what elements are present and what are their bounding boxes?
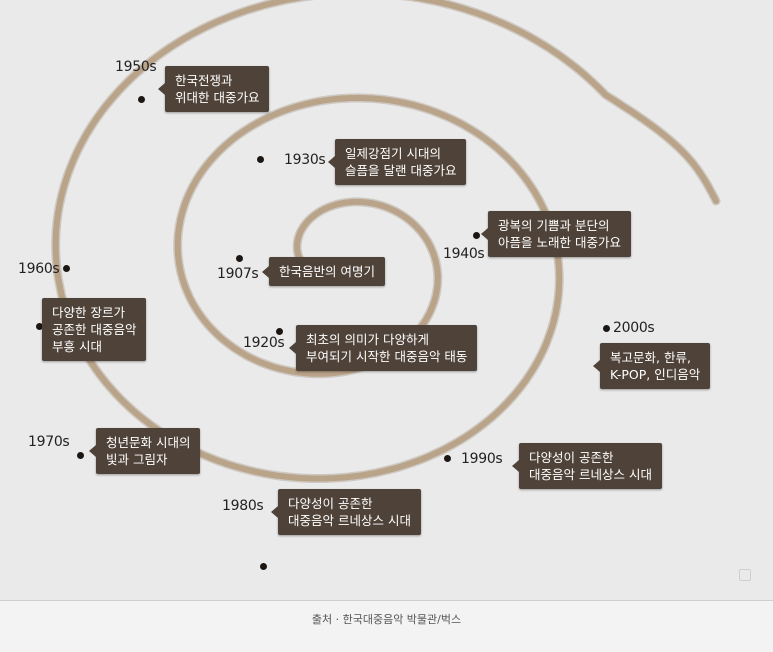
year-label-1990s: 1990s xyxy=(461,451,503,467)
year-label-2000s: 2000s xyxy=(613,320,655,336)
event-box-1990s: 다양성이 공존한 대중음악 르네상스 시대 xyxy=(512,443,662,489)
dot-1950s xyxy=(138,96,145,103)
event-text: 광복의 기쁨과 분단의 xyxy=(498,218,610,233)
year-label-1930s: 1930s xyxy=(284,152,326,168)
dot-2000s xyxy=(603,325,610,332)
event-box-1907s: 한국음반의 여명기 xyxy=(262,257,385,286)
dot-1960s-box xyxy=(36,323,43,330)
event-box-1950s: 한국전쟁과 위대한 대중가요 xyxy=(157,66,270,112)
event-text: 최초의 의미가 다양하게 xyxy=(306,332,429,347)
event-text: 빛과 그림자 xyxy=(106,452,168,467)
event-box-1970s: 청년문화 시대의 빛과 그림자 xyxy=(88,428,201,474)
event-text: 대중음악 르네상스 시대 xyxy=(529,467,652,482)
year-label-1907s: 1907s xyxy=(217,266,259,282)
dot-1960s xyxy=(63,265,70,272)
event-text: 부여되기 시작한 대중음악 태동 xyxy=(306,349,468,364)
event-text: K-POP, 인디음악 xyxy=(610,367,701,382)
event-text: 부흥 시대 xyxy=(52,339,102,354)
event-text: 슬픔을 달랜 대중가요 xyxy=(345,163,457,178)
dot-1930s xyxy=(257,156,264,163)
year-label-1960s: 1960s xyxy=(18,261,60,277)
source-caption: 출처 · 한국대중음악 박물관/벅스 xyxy=(311,613,462,626)
event-box-2000s: 복고문화, 한류, K-POP, 인디음악 xyxy=(592,343,711,389)
event-text: 다양한 장르가 xyxy=(52,305,125,320)
dot-1990s xyxy=(444,455,451,462)
event-text: 아픔을 노래한 대중가요 xyxy=(498,235,621,250)
spiral-path-graphic xyxy=(51,0,721,483)
year-label-1920s: 1920s xyxy=(243,335,285,351)
dot-1920s xyxy=(276,328,283,335)
event-text: 한국전쟁과 xyxy=(175,73,233,88)
event-box-1960s: 다양한 장르가 공존한 대중음악 부흥 시대 xyxy=(42,298,147,361)
event-text: 다양성이 공존한 xyxy=(529,450,614,465)
year-label-1970s: 1970s xyxy=(28,434,70,450)
event-box-1920s: 최초의 의미가 다양하게 부여되기 시작한 대중음악 태동 xyxy=(288,325,478,371)
spiral-path xyxy=(52,0,719,482)
event-text: 공존한 대중음악 xyxy=(52,322,137,337)
dot-1907s xyxy=(236,255,243,262)
event-box-1980s: 다양성이 공존한 대중음악 르네상스 시대 xyxy=(271,489,421,535)
year-label-1980s: 1980s xyxy=(222,498,264,514)
event-text: 복고문화, 한류, xyxy=(610,350,691,365)
event-text: 한국음반의 여명기 xyxy=(279,264,375,279)
year-label-1940s: 1940s xyxy=(443,246,485,262)
year-label-1950s: 1950s xyxy=(115,59,157,75)
event-text: 위대한 대중가요 xyxy=(175,90,260,105)
event-text: 일제강점기 시대의 xyxy=(345,146,441,161)
spiral-timeline-figure: 1907s 한국음반의 여명기 1920s 최초의 의미가 다양하게 부여되기 … xyxy=(0,0,773,601)
dot-1980s xyxy=(260,563,267,570)
event-box-1940s: 광복의 기쁨과 분단의 아픔을 노래한 대중가요 xyxy=(481,211,631,257)
event-box-1930s: 일제강점기 시대의 슬픔을 달랜 대중가요 xyxy=(327,139,467,185)
dot-1940s xyxy=(473,232,480,239)
event-text: 대중음악 르네상스 시대 xyxy=(288,513,411,528)
expand-icon xyxy=(739,569,751,581)
dot-1970s xyxy=(77,452,84,459)
event-text: 청년문화 시대의 xyxy=(106,435,191,450)
event-text: 다양성이 공존한 xyxy=(288,496,373,511)
